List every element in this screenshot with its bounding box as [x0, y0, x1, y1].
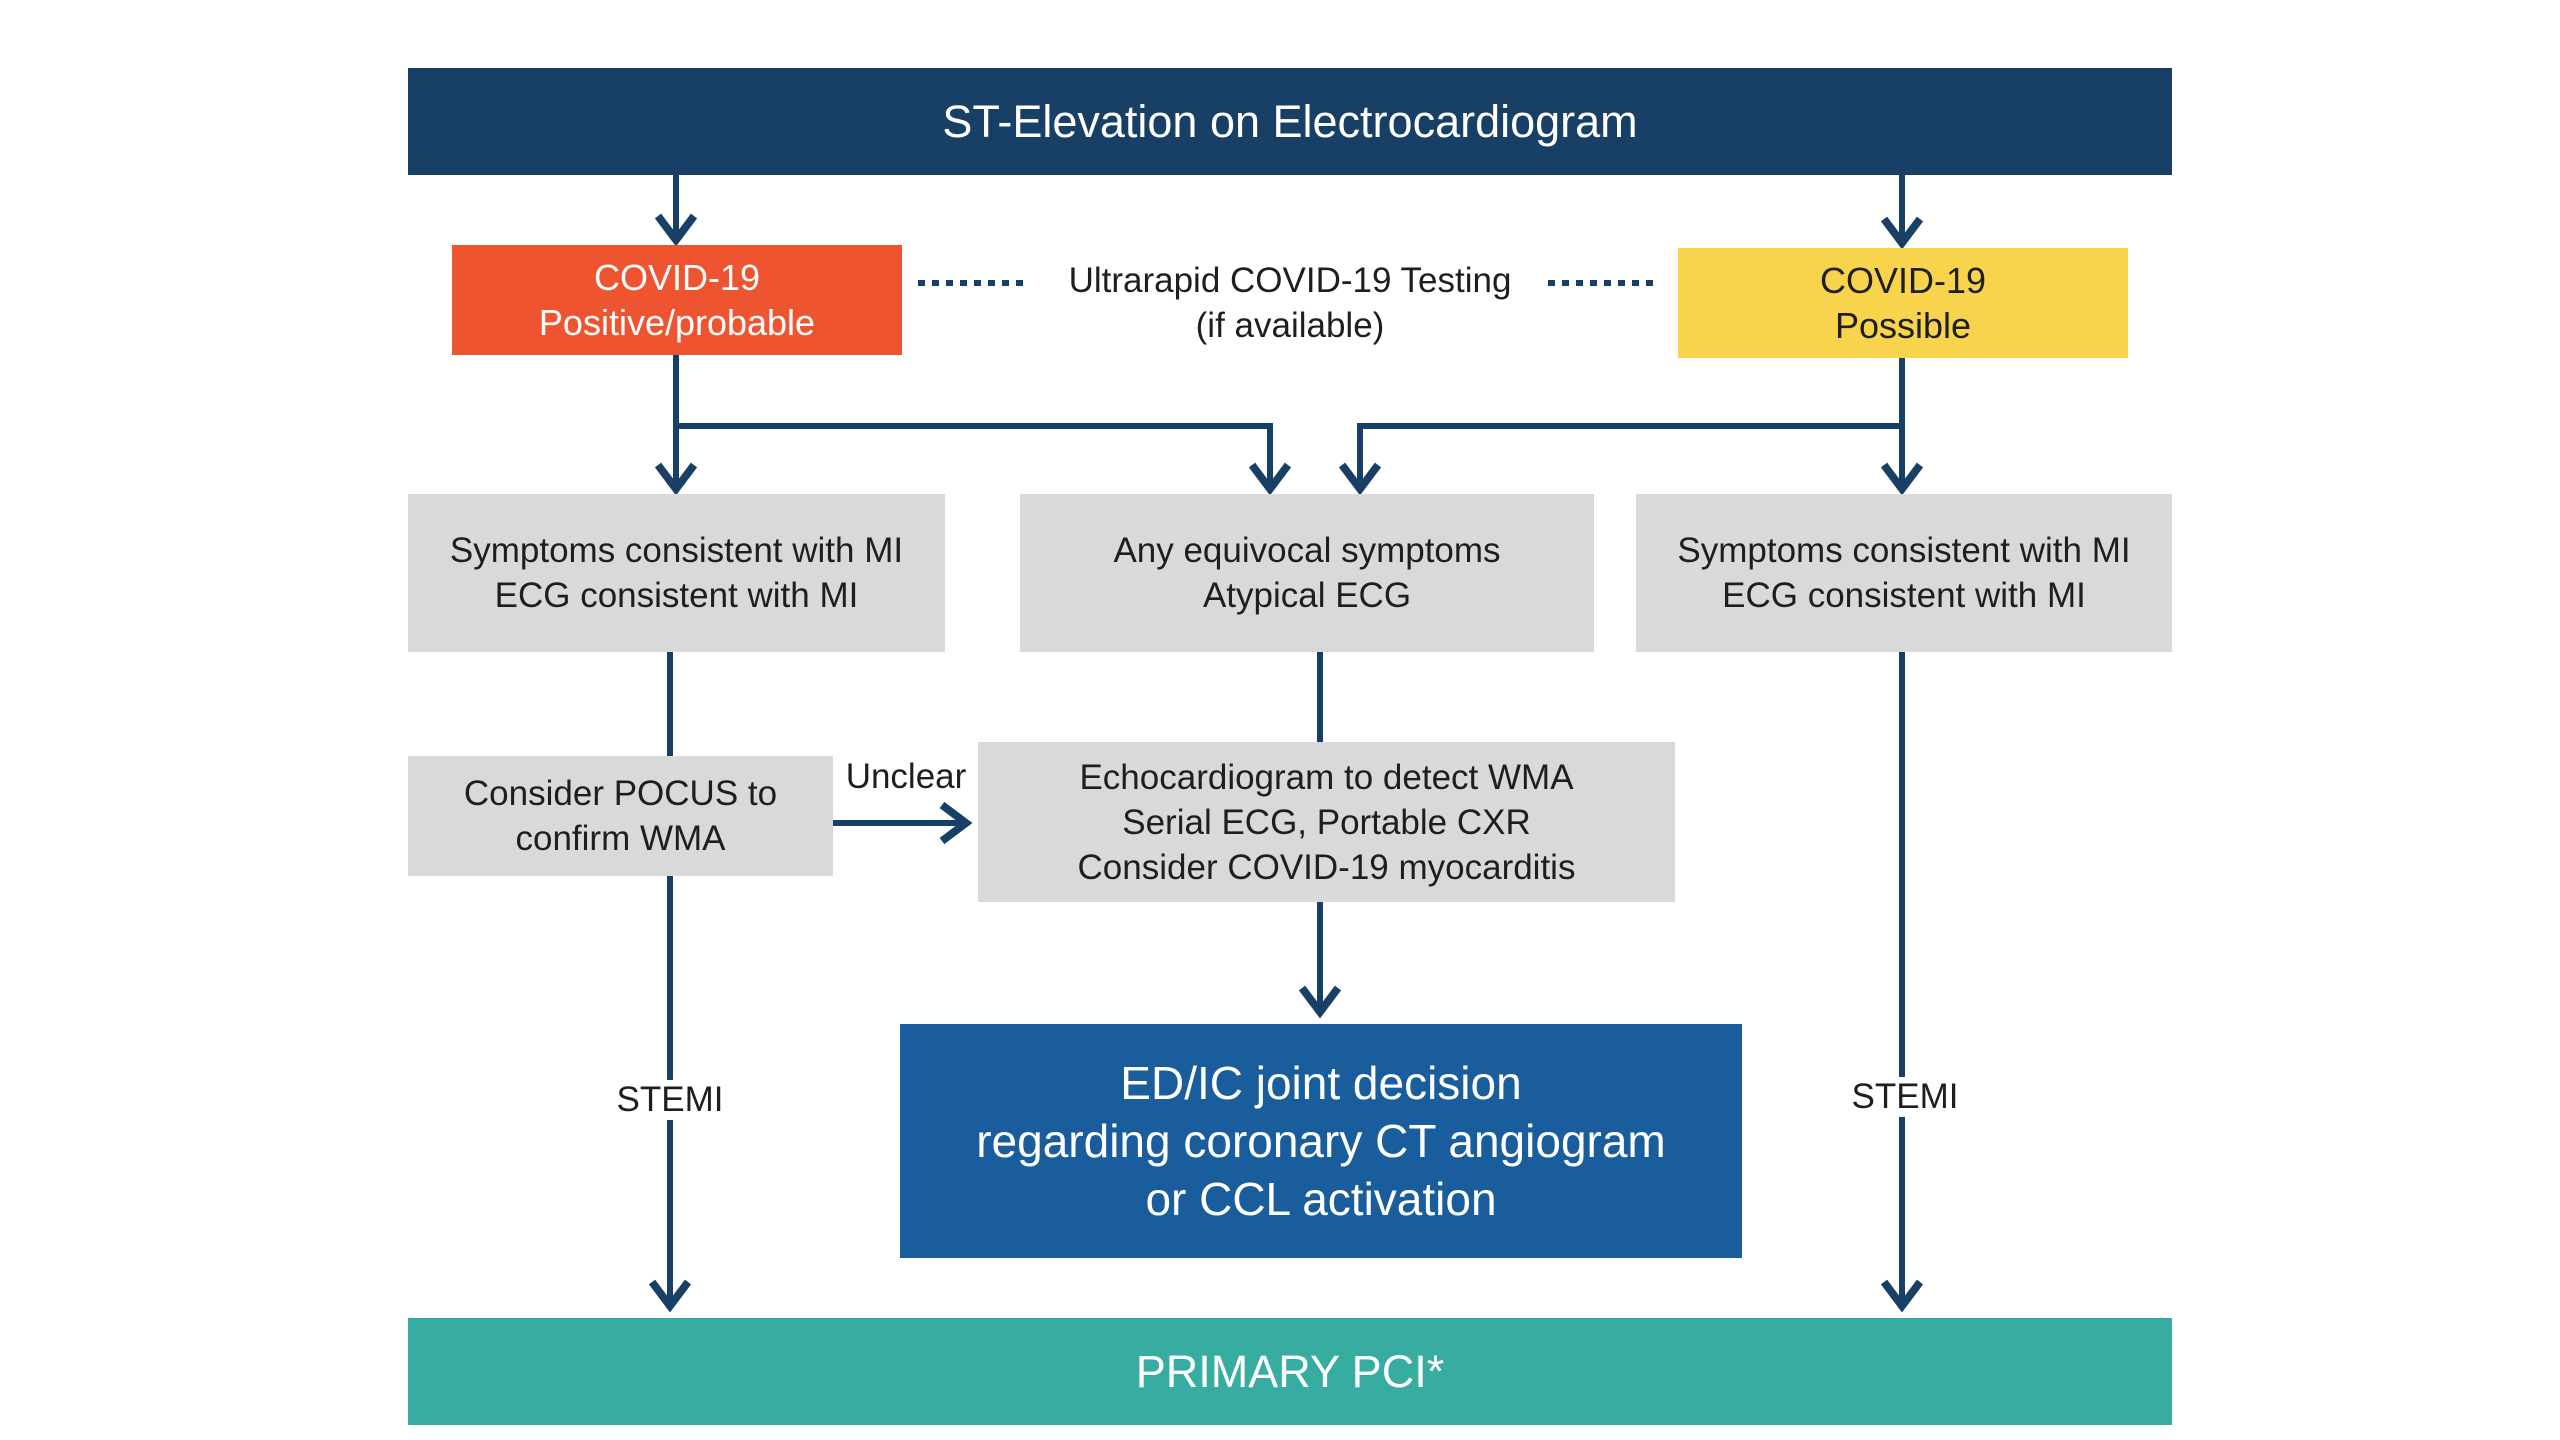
mid-symptoms-line1: Any equivocal symptoms — [1113, 531, 1501, 570]
testing-line1: Ultrarapid COVID-19 Testing — [1068, 261, 1512, 300]
testing-line2: (if available) — [1195, 306, 1385, 345]
testing-label: Ultrarapid COVID-19 Testing (if availabl… — [1010, 258, 1570, 348]
stemi-right-label: STEMI — [1815, 1077, 1995, 1117]
decision-line3: or CCL activation — [1145, 1173, 1497, 1225]
echo-box: Echocardiogram to detect WMA Serial ECG,… — [978, 742, 1675, 902]
unclear-label: Unclear — [845, 757, 967, 796]
stemi-left-label: STEMI — [580, 1080, 760, 1120]
covid-possible-line2: Possible — [1834, 305, 1972, 346]
arrow-positive-to-mid-symptoms — [676, 423, 1292, 496]
right-symptoms-box: Symptoms consistent with MI ECG consiste… — [1636, 494, 2172, 652]
covid-possible-line1: COVID-19 — [1819, 260, 1987, 301]
left-symptoms-line2: ECG consistent with MI — [494, 576, 859, 615]
covid-possible-box: COVID-19 Possible — [1678, 248, 2128, 358]
primary-pci-box: PRIMARY PCI* — [408, 1318, 2172, 1425]
left-symptoms-line1: Symptoms consistent with MI — [449, 531, 904, 570]
header-title: ST-Elevation on Electrocardiogram — [942, 95, 1638, 147]
primary-pci-title: PRIMARY PCI* — [1135, 1345, 1445, 1397]
pocus-box: Consider POCUS to confirm WMA — [408, 756, 833, 876]
pocus-line1: Consider POCUS to — [463, 774, 778, 813]
mid-symptoms-line2: Atypical ECG — [1202, 576, 1412, 615]
header-st-elevation: ST-Elevation on Electrocardiogram — [408, 68, 2172, 175]
covid-positive-line1: COVID-19 — [593, 257, 761, 298]
echo-line3: Consider COVID-19 myocarditis — [1077, 847, 1576, 887]
decision-box: ED/IC joint decision regarding coronary … — [900, 1024, 1742, 1258]
decision-line2: regarding coronary CT angiogram — [976, 1115, 1666, 1167]
echo-line2: Serial ECG, Portable CXR — [1122, 802, 1531, 842]
covid-positive-line2: Positive/probable — [538, 302, 816, 343]
covid-positive-box: COVID-19 Positive/probable — [452, 245, 902, 355]
mid-symptoms-box: Any equivocal symptoms Atypical ECG — [1020, 494, 1594, 652]
arrow-possible-to-mid-symptoms — [1338, 423, 1902, 496]
echo-line1: Echocardiogram to detect WMA — [1079, 757, 1574, 797]
decision-line1: ED/IC joint decision — [1120, 1057, 1522, 1109]
right-symptoms-line2: ECG consistent with MI — [1722, 576, 2086, 615]
right-symptoms-line1: Symptoms consistent with MI — [1677, 531, 2131, 570]
pocus-line2: confirm WMA — [515, 819, 726, 858]
left-symptoms-box: Symptoms consistent with MI ECG consiste… — [408, 494, 945, 652]
